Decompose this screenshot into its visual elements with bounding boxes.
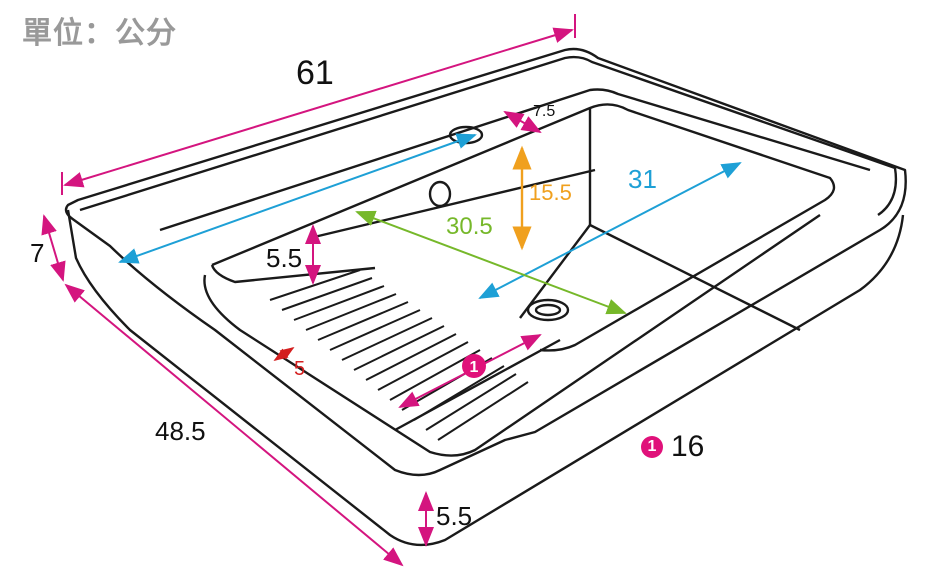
dim-basin-width: 31 (478, 162, 742, 299)
dim-basin-depth: 15.5 (512, 145, 572, 251)
unit-label: 單位：公分 (22, 16, 177, 51)
legend: 1 16 (641, 430, 704, 464)
washboard-marker-number: 1 (470, 359, 479, 376)
label-total-width: 61 (296, 54, 334, 92)
dim-drain-offset: 7.5 (503, 103, 555, 133)
label-washboard-edge: 5 (294, 358, 305, 380)
washboard-marker (462, 354, 486, 378)
label-drain-offset: 7.5 (533, 103, 555, 120)
label-front-height: 5.5 (436, 501, 472, 531)
washboard-ribs (269, 269, 529, 441)
label-step-height: 5.5 (266, 243, 302, 273)
dim-basin-length: 30.5 (355, 210, 627, 315)
dim-washboard-edge: 5 (273, 347, 305, 380)
label-basin-depth: 15.5 (529, 180, 572, 205)
legend-marker: 1 (641, 436, 663, 458)
basin-drain (526, 298, 570, 322)
legend-value: 16 (671, 430, 705, 463)
label-rim-height: 7 (30, 238, 44, 268)
dim-back-span (118, 133, 477, 264)
sink-outline (64, 47, 907, 547)
dim-front-height: 5.5 (418, 491, 472, 547)
label-basin-length: 30.5 (446, 213, 493, 240)
dim-washboard-length: 1 (398, 334, 542, 408)
label-basin-width: 31 (628, 164, 657, 194)
label-total-depth: 48.5 (155, 416, 206, 446)
dim-rim-height: 7 (30, 214, 66, 282)
faucet-hole (428, 180, 452, 208)
dim-total-depth: 48.5 (64, 283, 404, 567)
